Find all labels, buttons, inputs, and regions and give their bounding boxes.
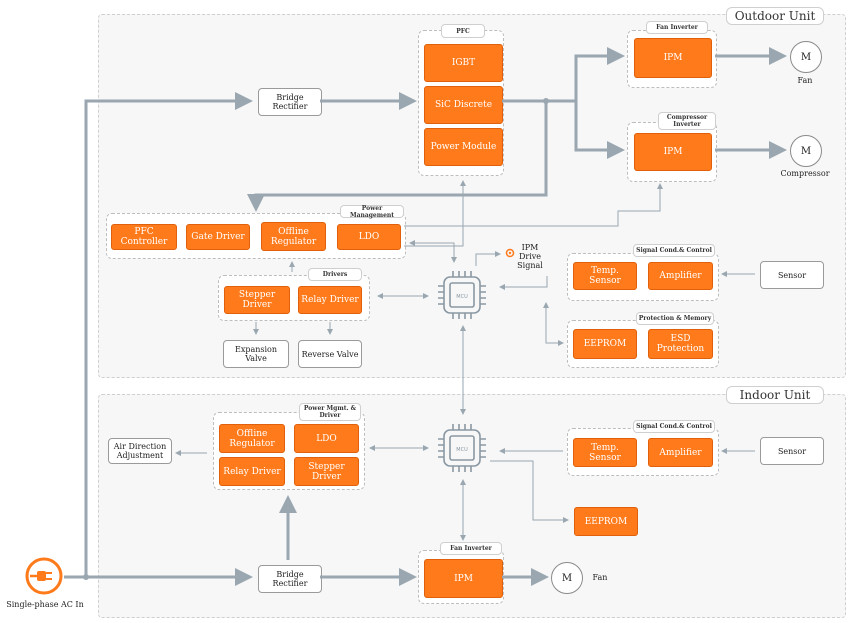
compressor-ipm-box[interactable]: IPM <box>634 133 712 171</box>
indoor-fan-motor-icon: M <box>551 562 583 594</box>
signal-dot-icon <box>505 248 515 258</box>
indoor-temp-sensor-box[interactable]: Temp. Sensor <box>573 438 637 467</box>
pfc-controller-box[interactable]: PFC Controller <box>111 224 177 250</box>
outdoor-mcu-chip-icon: MCU <box>438 271 486 319</box>
sic-discrete-box[interactable]: SiC Discrete <box>424 86 503 124</box>
eeprom-box[interactable]: EEPROM <box>573 329 637 359</box>
esd-protection-box[interactable]: ESD Protection <box>648 329 713 359</box>
air-direction-adjustment-box[interactable]: Air Direction Adjustment <box>108 438 172 464</box>
indoor-stepper-driver-box[interactable]: Stepper Driver <box>294 457 359 486</box>
fan-motor-label: Fan <box>797 76 813 85</box>
signal-conditioning-label: Signal Cond.& Control <box>633 244 715 257</box>
indoor-mcu-text: MCU <box>456 447 468 453</box>
ldo-box[interactable]: LDO <box>337 224 401 250</box>
fan-ipm-box[interactable]: IPM <box>634 38 712 78</box>
indoor-unit-title: Indoor Unit <box>726 386 824 404</box>
indoor-fan-ipm-box[interactable]: IPM <box>424 559 503 598</box>
indoor-offline-regulator-box[interactable]: Offline Regulator <box>219 424 285 453</box>
relay-driver-box[interactable]: Relay Driver <box>298 286 362 314</box>
offline-regulator-box[interactable]: Offline Regulator <box>261 222 326 251</box>
protection-memory-label: Protection & Memory <box>636 312 714 325</box>
outdoor-bridge-rectifier-box[interactable]: Bridge Rectifier <box>258 88 322 116</box>
indoor-mcu-chip-icon: MCU <box>438 424 486 472</box>
reverse-valve-box[interactable]: Reverse Valve <box>298 340 362 368</box>
sensor-box[interactable]: Sensor <box>760 261 824 289</box>
indoor-signal-conditioning-label: Signal Cond.& Control <box>633 420 715 433</box>
fan-motor-icon: M <box>790 41 822 73</box>
drivers-label: Drivers <box>308 268 362 281</box>
pfc-label: PFC <box>441 24 485 38</box>
indoor-fan-inverter-label: Fan Inverter <box>440 542 502 555</box>
compressor-motor-label: Compressor <box>780 169 830 178</box>
expansion-valve-box[interactable]: Expansion Valve <box>223 340 289 368</box>
stepper-driver-box[interactable]: Stepper Driver <box>224 286 290 314</box>
plug-icon <box>25 557 63 595</box>
ac-input-label: Single-phase AC In <box>6 600 84 609</box>
indoor-power-driver-label: Power Mgmt. & Driver <box>299 403 361 421</box>
amplifier-box[interactable]: Amplifier <box>648 262 713 290</box>
power-management-label: Power Management <box>340 205 404 219</box>
indoor-amplifier-box[interactable]: Amplifier <box>648 438 713 467</box>
indoor-fan-motor-label: Fan <box>592 573 608 582</box>
indoor-bridge-rectifier-box[interactable]: Bridge Rectifier <box>258 565 322 593</box>
compressor-inverter-label: Compressor Inverter <box>658 112 716 130</box>
igbt-box[interactable]: IGBT <box>424 44 503 82</box>
indoor-eeprom-box[interactable]: EEPROM <box>574 507 638 536</box>
outdoor-unit-title: Outdoor Unit <box>726 7 824 25</box>
temp-sensor-box[interactable]: Temp. Sensor <box>573 262 637 290</box>
outdoor-mcu-text: MCU <box>456 294 468 300</box>
indoor-relay-driver-box[interactable]: Relay Driver <box>219 457 285 486</box>
ipm-drive-signal-label: IPM Drive Signal <box>517 243 543 270</box>
gate-driver-box[interactable]: Gate Driver <box>186 224 250 250</box>
compressor-motor-icon: M <box>790 135 822 167</box>
power-module-box[interactable]: Power Module <box>424 128 503 166</box>
indoor-ldo-box[interactable]: LDO <box>294 424 359 453</box>
fan-inverter-label: Fan Inverter <box>646 21 708 34</box>
indoor-sensor-box[interactable]: Sensor <box>760 437 824 465</box>
